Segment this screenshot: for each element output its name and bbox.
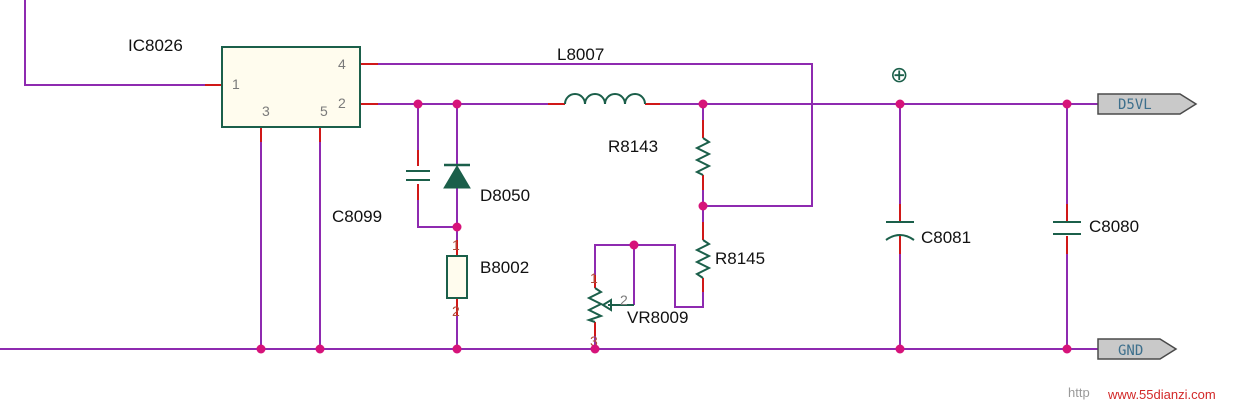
ic-pin-5: 5 — [320, 103, 328, 119]
resistor-r8145: R8145 — [694, 239, 765, 279]
polarity-plus-icon: ⊕ — [890, 63, 908, 88]
d5vl-port-shape — [1097, 93, 1198, 115]
pot-pin-3: 3 — [590, 333, 598, 349]
inductor-l8007: L8007 — [557, 45, 646, 105]
c8099-ref-label: C8099 — [332, 207, 382, 226]
feedback-wire — [360, 63, 813, 207]
d5vl-port-label: D5VL — [1118, 97, 1152, 113]
capacitor-c8080: C8080 — [1053, 217, 1139, 236]
junction-dots — [256, 99, 1072, 354]
c8080-ref-label: C8080 — [1089, 217, 1139, 236]
port-d5vl: D5VL — [1097, 93, 1198, 115]
pot-zigzag — [585, 287, 604, 323]
bead-pin-1: 1 — [452, 237, 460, 253]
potentiometer-vr8009: VR8009 1 2 3 — [585, 270, 688, 349]
gnd-port-label: GND — [1118, 343, 1143, 359]
pot-pin-2: 2 — [620, 292, 628, 308]
diode-ref-label: D8050 — [480, 186, 530, 205]
ic8026: IC8026 1 2 3 4 5 — [128, 36, 361, 128]
bead-b8002: B8002 1 2 — [446, 237, 529, 319]
r8145-zigzag — [694, 239, 712, 279]
diode-d8050: D8050 — [443, 163, 530, 205]
capacitor-c8099: C8099 — [332, 170, 430, 226]
resistor-r8143: R8143 — [608, 137, 712, 176]
pot-pin-1: 1 — [590, 270, 598, 286]
bead-pin-2: 2 — [452, 303, 460, 319]
diode-triangle — [443, 165, 471, 189]
watermark: http www.55dianzi.com — [1068, 385, 1216, 402]
capacitor-c8081: C8081 ⊕ — [885, 63, 971, 247]
ic-pin-2: 2 — [338, 95, 346, 111]
c8081-plate-bottom — [885, 234, 915, 241]
r8143-zigzag — [694, 137, 712, 176]
ic-pin-1: 1 — [232, 76, 240, 92]
input-wire — [24, 0, 205, 86]
inductor-coil — [564, 93, 646, 105]
c8081-ref-label: C8081 — [921, 228, 971, 247]
port-gnd: GND — [1097, 338, 1178, 360]
r8145-ref-label: R8145 — [715, 249, 765, 268]
pot-wiper-arrow — [601, 298, 612, 312]
bead-body — [446, 255, 468, 299]
pot-ref-label: VR8009 — [627, 308, 688, 327]
pin-leads — [205, 63, 1068, 336]
watermark-site: www.55dianzi.com — [1107, 387, 1216, 402]
ic-pin-4: 4 — [338, 56, 346, 72]
inductor-ref-label: L8007 — [557, 45, 604, 64]
r8143-ref-label: R8143 — [608, 137, 658, 156]
bead-ref-label: B8002 — [480, 258, 529, 277]
ic-ref-label: IC8026 — [128, 36, 183, 55]
ic-pin-3: 3 — [262, 103, 270, 119]
ic-body — [221, 46, 361, 128]
gnd-port-shape — [1097, 338, 1178, 360]
watermark-prefix: http — [1068, 385, 1090, 400]
c8099-bottom-wire — [417, 188, 457, 228]
pot-loop-wire — [594, 244, 704, 308]
